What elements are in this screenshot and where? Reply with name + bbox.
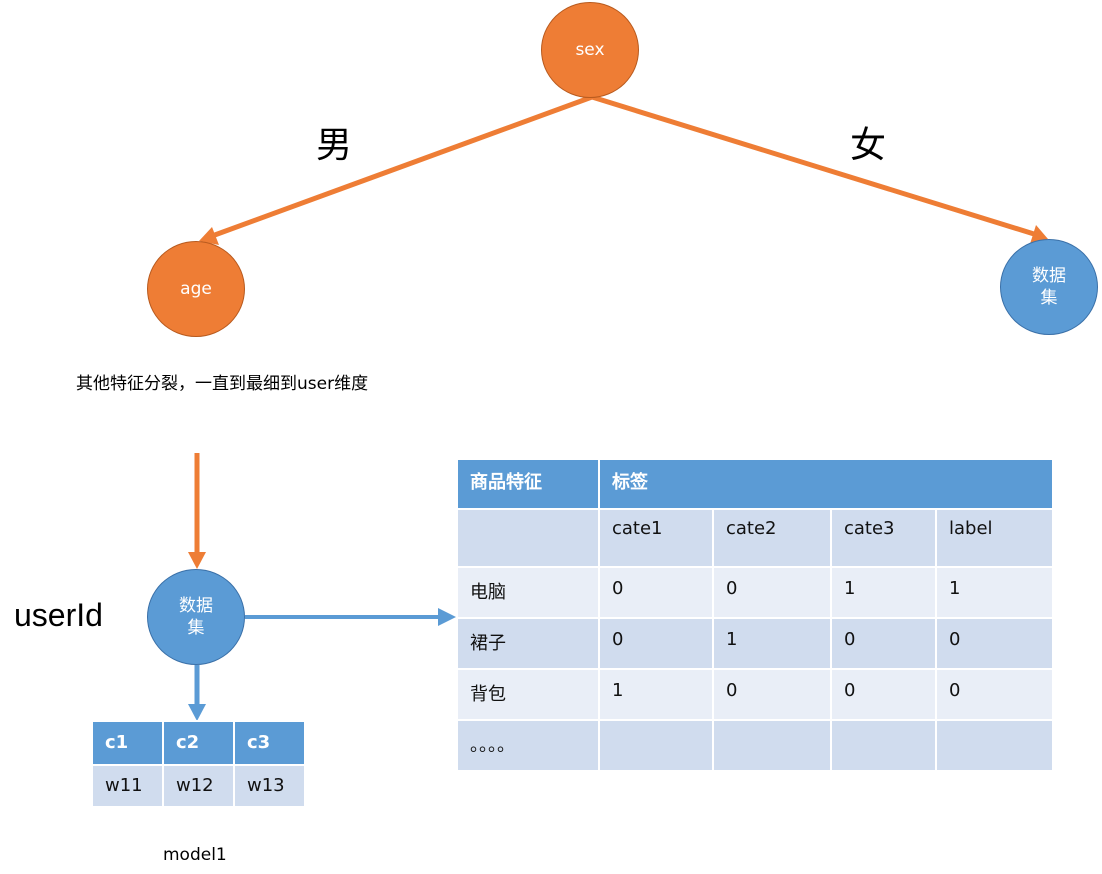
table-cell: 0: [712, 566, 832, 619]
column-header-cell: cate1: [598, 508, 714, 568]
table-cell: 电脑: [456, 566, 600, 619]
table-cell: 0: [935, 668, 1054, 721]
table-cell: [712, 719, 832, 772]
table-cell: [935, 719, 1054, 772]
table-cell: 0: [830, 617, 937, 670]
model-table-header-row: c1 c2 c3: [91, 720, 306, 766]
table-cell: [830, 719, 937, 772]
edge-dataset-to-model-table-arrowhead: [188, 704, 206, 721]
model-header-cell: c2: [162, 720, 235, 766]
table-cell: 0: [935, 617, 1054, 670]
model-caption: model1: [163, 845, 227, 865]
model-weight-cell: w12: [162, 764, 235, 808]
table-cell: 0: [830, 668, 937, 721]
product-table-column-row: cate1 cate2 cate3 label: [456, 508, 1054, 568]
header-labels: 标签: [598, 458, 1054, 510]
table-cell: 0: [598, 566, 714, 619]
edge-sex-to-age-arrowhead: [199, 227, 219, 245]
sex-node: sex: [541, 2, 639, 98]
table-cell: 1: [712, 617, 832, 670]
table-row: 。。。。: [456, 719, 1054, 772]
table-cell: 1: [598, 668, 714, 721]
column-header-cell: cate3: [830, 508, 937, 568]
edge-sex-to-age: [211, 94, 593, 239]
table-cell: [598, 719, 714, 772]
split-note: 其他特征分裂，一直到最细到user维度: [76, 374, 369, 394]
table-row: 背包 1 0 0 0: [456, 668, 1054, 721]
edge-sex-to-dataset: [591, 94, 1035, 237]
column-header-cell: cate2: [712, 508, 832, 568]
model-weight-cell: w11: [91, 764, 164, 808]
table-cell: 。。。。: [456, 719, 600, 772]
edge-label-male: 男: [316, 125, 353, 166]
header-product-features: 商品特征: [456, 458, 600, 510]
column-header-cell: label: [935, 508, 1054, 568]
table-cell: 1: [935, 566, 1054, 619]
product-table-header-row: 商品特征 标签: [456, 458, 1054, 510]
user-dataset-node: 数据 集: [147, 569, 245, 665]
model-table-weight-row: w11 w12 w13: [91, 764, 306, 808]
userid-label: userId: [14, 597, 103, 633]
female-dataset-node: 数据 集: [1000, 239, 1098, 335]
model-header-cell: c3: [233, 720, 306, 766]
model-header-cell: c1: [91, 720, 164, 766]
model-weight-table: c1 c2 c3 w11 w12 w13: [91, 720, 306, 808]
table-cell: 背包: [456, 668, 600, 721]
table-cell: 1: [830, 566, 937, 619]
table-cell: 0: [598, 617, 714, 670]
edge-label-female: 女: [850, 125, 887, 166]
age-node: age: [147, 241, 245, 337]
table-cell: 裙子: [456, 617, 600, 670]
table-cell: 0: [712, 668, 832, 721]
product-feature-table: 商品特征 标签 cate1 cate2 cate3 label 电脑 0 0 1…: [456, 458, 1054, 772]
edge-note-to-user-dataset-arrowhead: [188, 552, 206, 569]
column-header-cell: [456, 508, 600, 568]
edge-dataset-to-product-table-arrowhead: [438, 608, 456, 626]
table-row: 裙子 0 1 0 0: [456, 617, 1054, 670]
model-weight-cell: w13: [233, 764, 306, 808]
table-row: 电脑 0 0 1 1: [456, 566, 1054, 619]
